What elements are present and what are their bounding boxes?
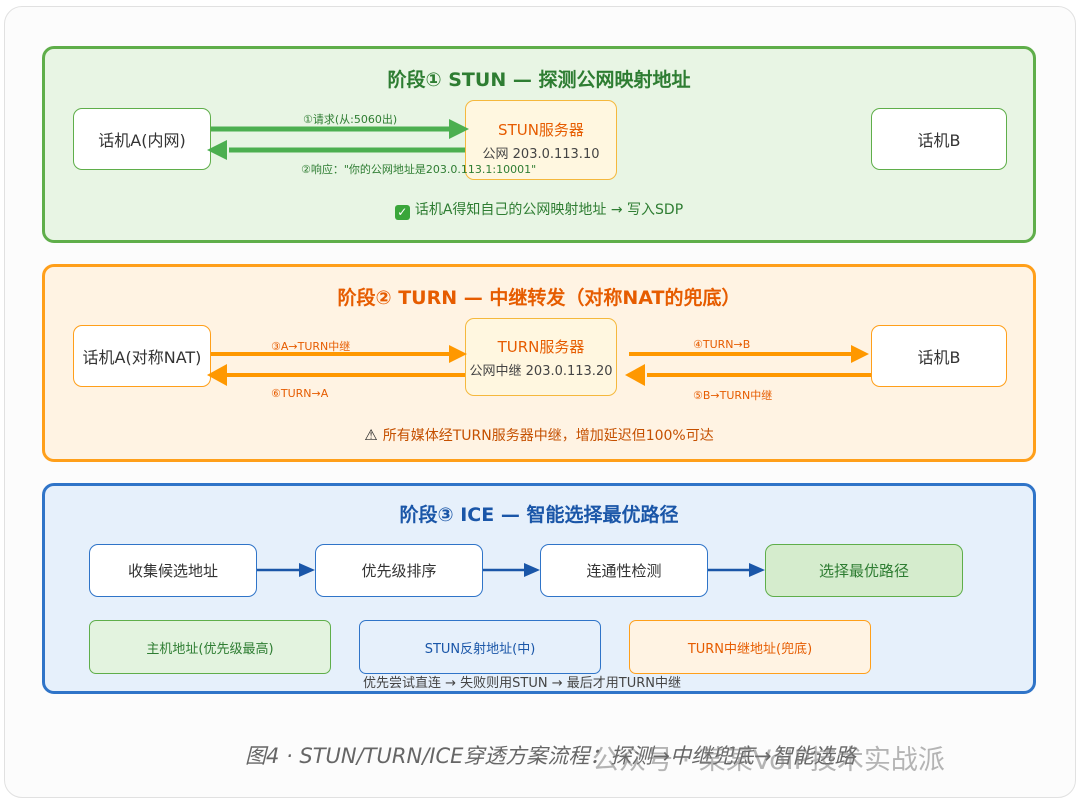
candidate-host: 主机地址(优先级最高) — [89, 620, 331, 674]
turn-note-text: 所有媒体经TURN服务器中继，增加延迟但100%可达 — [382, 428, 714, 444]
phone-a-internal: 话机A(内网) — [73, 108, 211, 170]
response-label: ②响应："你的公网地址是203.0.113.1:10001" — [301, 163, 537, 176]
turn-to-a-arrowhead — [207, 364, 227, 386]
stun-note: ✓ 话机A得知自己的公网映射地址 → 写入SDP — [45, 199, 1033, 220]
b-to-turn-arrowhead — [625, 364, 645, 386]
figure-caption: 图4 · STUN/TURN/ICE穿透方案流程：探测→中继兜底→智能选路 — [245, 744, 856, 768]
request-label: ①请求(从:5060出) — [303, 113, 398, 126]
phone-b-turn: 话机B — [871, 325, 1007, 387]
ice-step-connectivity: 连通性检测 — [540, 544, 708, 597]
stage-ice-title: 阶段③ ICE — 智能选择最优路径 — [399, 504, 679, 526]
ice-arrow-1-head — [299, 563, 315, 577]
stun-arrows — [207, 119, 469, 160]
stun-server-ip: 公网 203.0.113.10 — [482, 146, 600, 162]
turn-arrows — [207, 345, 871, 386]
turn-server: TURN服务器 公网中继 203.0.113.20 — [465, 318, 617, 396]
candidate-turn-relay: TURN中继地址(兜底) — [629, 620, 871, 674]
stage-turn-title: 阶段② TURN — 中继转发（对称NAT的兜底） — [337, 287, 741, 309]
stage-stun-title: 阶段① STUN — 探测公网映射地址 — [387, 69, 691, 91]
ice-arrow-3-head — [749, 563, 765, 577]
stun-note-text: 话机A得知自己的公网映射地址 → 写入SDP — [414, 202, 684, 218]
label-b-to-turn: ⑤B→TURN中继 — [693, 389, 773, 402]
label-a-to-turn: ③A→TURN中继 — [271, 340, 351, 353]
ice-flow-note: 优先尝试直连 → 失败则用STUN → 最后才用TURN中继 — [363, 676, 681, 691]
label-turn-to-b: ④TURN→B — [693, 338, 751, 351]
ice-step-gather: 收集候选地址 — [89, 544, 257, 597]
candidate-stun-reflexive: STUN反射地址(中) — [359, 620, 601, 674]
ice-arrow-2-head — [524, 563, 540, 577]
watermark: 公众号 · 某某VoIP技术实战派 — [592, 745, 945, 776]
stage-ice-panel: 阶段③ ICE — 智能选择最优路径 收集候选地址 优先级排序 连通性检测 选择… — [42, 483, 1036, 694]
response-arrowhead — [207, 140, 227, 160]
warning-icon: ⚠ — [364, 426, 378, 444]
phone-b: 话机B — [871, 108, 1007, 170]
turn-note: ⚠所有媒体经TURN服务器中继，增加延迟但100%可达 — [45, 425, 1033, 445]
stage-turn-panel: 阶段② TURN — 中继转发（对称NAT的兜底） 话机A(对称NAT) TUR… — [42, 264, 1036, 462]
stage-stun-panel: 阶段① STUN — 探测公网映射地址 话机A(内网) STUN服务器 公网 2… — [42, 46, 1036, 243]
phone-a-symmetric-nat: 话机A(对称NAT) — [73, 325, 211, 387]
ice-arrows — [257, 563, 765, 577]
ice-step-select: 选择最优路径 — [765, 544, 963, 597]
stun-server: STUN服务器 公网 203.0.113.10 — [465, 100, 617, 180]
stun-server-name: STUN服务器 — [498, 120, 584, 139]
request-arrowhead — [449, 119, 469, 139]
check-icon: ✓ — [394, 205, 410, 220]
turn-to-b-arrowhead — [851, 345, 869, 363]
a-to-turn-arrowhead — [449, 345, 467, 363]
ice-step-prioritize: 优先级排序 — [315, 544, 483, 597]
label-turn-to-a: ⑥TURN→A — [271, 387, 329, 400]
turn-server-name: TURN服务器 — [497, 337, 585, 356]
turn-server-ip: 公网中继 203.0.113.20 — [469, 363, 613, 379]
